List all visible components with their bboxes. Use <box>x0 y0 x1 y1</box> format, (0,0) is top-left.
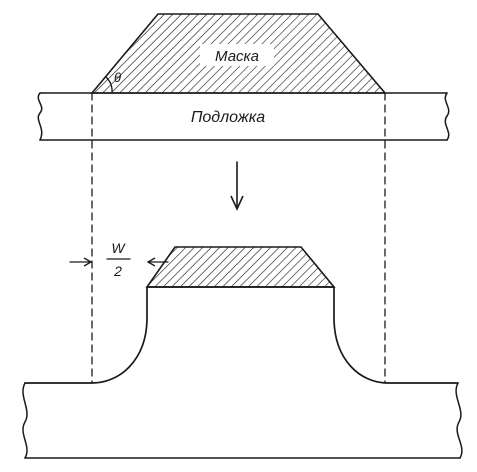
mask-label: Маска <box>215 48 259 65</box>
w-denominator-label: 2 <box>113 263 122 279</box>
top-mask <box>90 13 387 94</box>
undercut-dimension <box>69 257 169 267</box>
theta-label: θ <box>114 70 121 85</box>
process-arrow <box>230 161 244 211</box>
w-numerator-label: W <box>111 240 126 256</box>
bottom-etched-substrate <box>22 286 463 459</box>
substrate-label: Подложка <box>191 109 265 126</box>
bottom-mask <box>145 246 336 288</box>
theta-arc <box>105 76 113 94</box>
